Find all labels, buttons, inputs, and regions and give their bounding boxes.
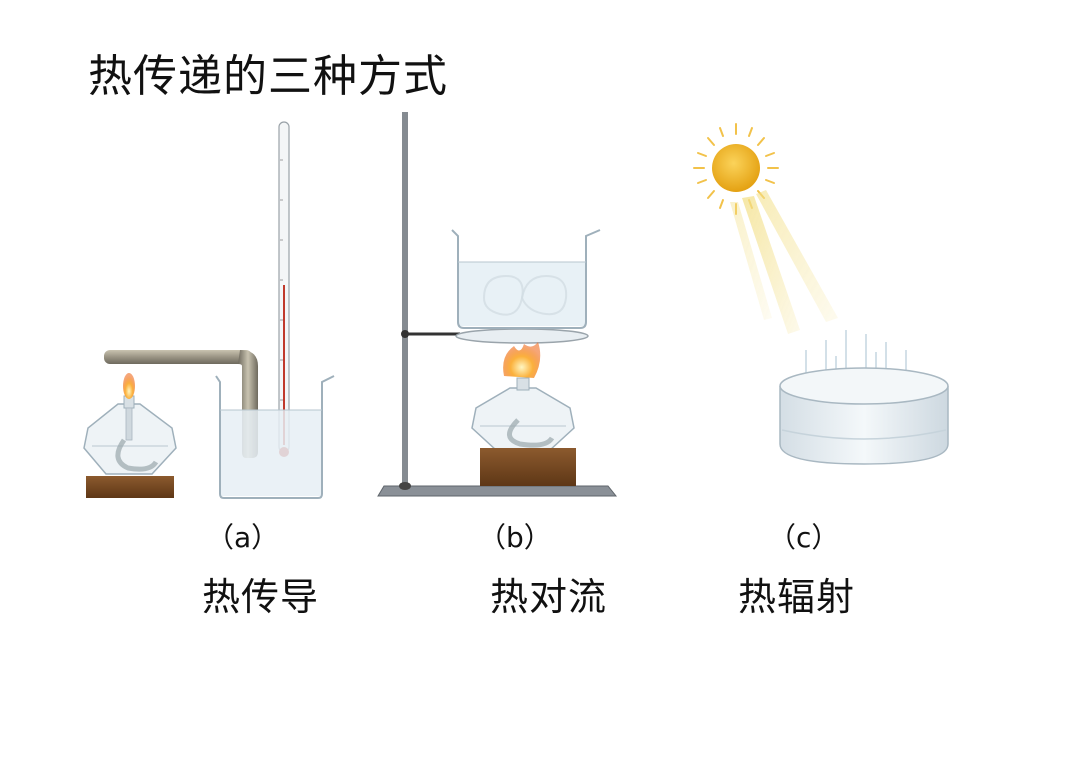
panel-a-letter: （a） — [206, 521, 280, 554]
panel-c-caption: 热辐射 — [738, 575, 856, 619]
conduction-apparatus — [83, 121, 335, 499]
panel-b-caption: 热对流 — [490, 575, 608, 619]
water-dish-icon — [779, 367, 949, 465]
panel-b-letter: （b） — [478, 521, 552, 554]
panel-c-letter: （c） — [768, 521, 840, 554]
radiation-scene — [693, 123, 949, 465]
convection-beaker-icon — [451, 229, 601, 329]
beaker-icon — [215, 375, 335, 499]
convection-apparatus — [377, 112, 618, 497]
alcohol-lamp-icon — [83, 395, 177, 475]
wood-block-icon — [86, 476, 174, 498]
flame-icon — [123, 373, 135, 399]
stand-rod-icon — [402, 112, 408, 488]
page-title: 热传递的三种方式 — [88, 51, 448, 102]
stand-base-icon — [377, 485, 618, 497]
convection-flame-icon — [503, 342, 541, 378]
light-ray-icon — [730, 190, 838, 334]
convection-wood-block-icon — [480, 448, 576, 486]
clamp-ring-icon — [401, 328, 589, 344]
thermometer-icon — [278, 121, 290, 457]
panel-a-caption: 热传导 — [202, 575, 320, 619]
convection-lamp-icon — [471, 377, 575, 451]
